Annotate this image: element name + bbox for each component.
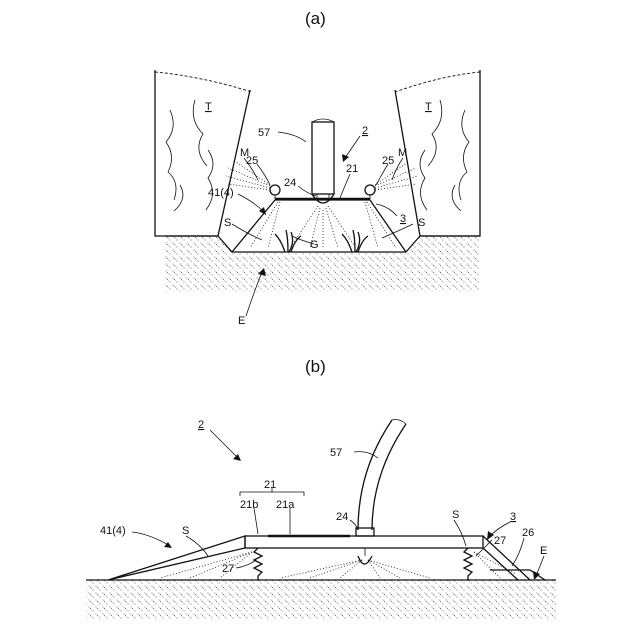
label-41-b: 41(4) — [100, 525, 126, 537]
label-21a: 21a — [276, 499, 295, 511]
bark-right — [420, 100, 469, 211]
label-S-left-a: S — [224, 217, 231, 229]
label-3-a: 3 — [400, 213, 406, 225]
frame-21-b — [245, 536, 483, 548]
label-25-right: 25 — [382, 155, 394, 167]
label-S-left-b: S — [182, 525, 189, 537]
tree-canopy-left — [155, 72, 252, 92]
spring-27-left — [254, 548, 262, 580]
nozzle-25-left — [270, 185, 280, 195]
label-27-left: 27 — [222, 563, 234, 575]
nozzle-25-right — [365, 185, 375, 195]
label-T-left: T — [205, 101, 212, 113]
ground-b — [86, 580, 556, 620]
label-S-right-b: S — [452, 509, 459, 521]
panel-b-caption: (b) — [305, 357, 326, 376]
hose-57-b — [358, 420, 406, 530]
label-E-a: E — [238, 315, 245, 327]
label-27-right: 27 — [494, 535, 506, 547]
bark-left — [166, 100, 213, 211]
grass-right — [342, 230, 368, 252]
label-G: G — [310, 239, 319, 251]
label-57-a: 57 — [258, 127, 270, 139]
hose-57-a — [312, 122, 334, 194]
label-21-a: 21 — [346, 163, 358, 175]
label-E-b: E — [540, 545, 547, 557]
label-2-a: 2 — [362, 125, 368, 137]
label-21b: 21b — [240, 499, 258, 511]
ground-a — [165, 236, 480, 292]
label-2-b: 2 — [198, 419, 204, 431]
connector-24-b — [356, 528, 374, 536]
panel-a-caption: (a) — [305, 9, 326, 28]
spring-27-right — [464, 548, 472, 580]
label-57-b: 57 — [330, 447, 342, 459]
label-41-a: 41(4) — [208, 187, 234, 199]
label-25-left: 25 — [246, 155, 258, 167]
label-M-right: M — [398, 147, 407, 159]
label-24-a: 24 — [284, 177, 296, 189]
label-3-b: 3 — [510, 511, 516, 523]
tree-trunk-right — [395, 70, 480, 236]
tree-trunk-left — [155, 70, 250, 236]
panel-b: (b) — [86, 357, 556, 620]
label-T-right: T — [425, 101, 432, 113]
hood-cover-a — [232, 200, 406, 252]
label-24-b: 24 — [336, 511, 348, 523]
grass-left — [275, 230, 301, 252]
panel-a: (a) — [155, 9, 480, 327]
label-21-b: 21 — [264, 479, 276, 491]
tree-canopy-right — [395, 72, 480, 92]
label-26: 26 — [522, 527, 534, 539]
label-S-right-a: S — [418, 217, 425, 229]
spray-inside-a — [250, 202, 396, 248]
